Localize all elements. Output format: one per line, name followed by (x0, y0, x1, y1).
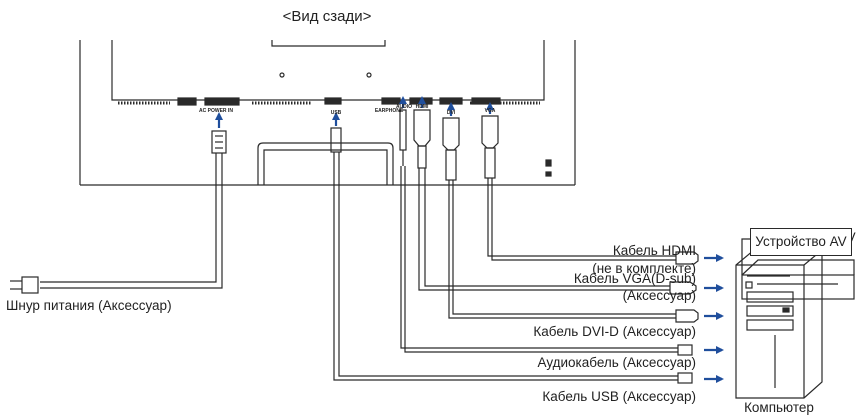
port-label-earphone: EARPHONE (374, 108, 404, 114)
label-dvi-cable: Кабель DVI-D (Аксессуар) (533, 324, 696, 339)
label-vga-cable-2: (Аксессуар) (622, 288, 696, 303)
port-label-ac-power-in: AC POWER IN (199, 108, 233, 114)
av-device (741, 238, 855, 300)
audio-plug-end (677, 344, 693, 356)
port-label-dvi: DVI (446, 110, 456, 116)
dvi-plug-head (442, 117, 460, 151)
label-av-device-text: Устройство AV (755, 234, 847, 249)
monitor-rear (79, 40, 576, 186)
label-audio-cable: Аудиокабель (Аксессуар) (537, 355, 696, 370)
vga-plug-end (675, 251, 699, 265)
label-hdmi-cable-2: (не в комплекте) (592, 261, 696, 276)
label-hdmi-cable-1: Кабель HDMI (612, 243, 696, 258)
computer-tower (735, 249, 823, 399)
port-label-audio: AUDIO (395, 104, 413, 110)
port-label-vga: VGA (484, 108, 496, 114)
hdmi-plug-head (413, 109, 431, 147)
usb-plug-end (677, 372, 693, 384)
dvi-plug-end (675, 309, 699, 323)
label-computer: Компьютер (744, 400, 814, 415)
port-label-usb: USB (330, 110, 342, 116)
arrows (215, 96, 724, 383)
cables (10, 109, 699, 384)
usb-plug-head (330, 127, 342, 153)
power-plug-head (211, 130, 227, 154)
label-vga-cable-1: Кабель VGA(D-sub) (573, 271, 696, 286)
label-power-cord: Шнур питания (Аксессуар) (6, 298, 172, 313)
power-plug-end (21, 276, 39, 294)
av-device-nameplate (750, 228, 852, 256)
diagram-title: <Вид сзади> (282, 8, 372, 25)
label-usb-cable: Кабель USB (Аксессуар) (542, 389, 696, 404)
hdmi-plug-end (669, 281, 697, 295)
vga-plug-head (481, 115, 499, 149)
port-label-hdmi: HDMI (415, 104, 429, 110)
audio-plug-head (399, 109, 407, 151)
